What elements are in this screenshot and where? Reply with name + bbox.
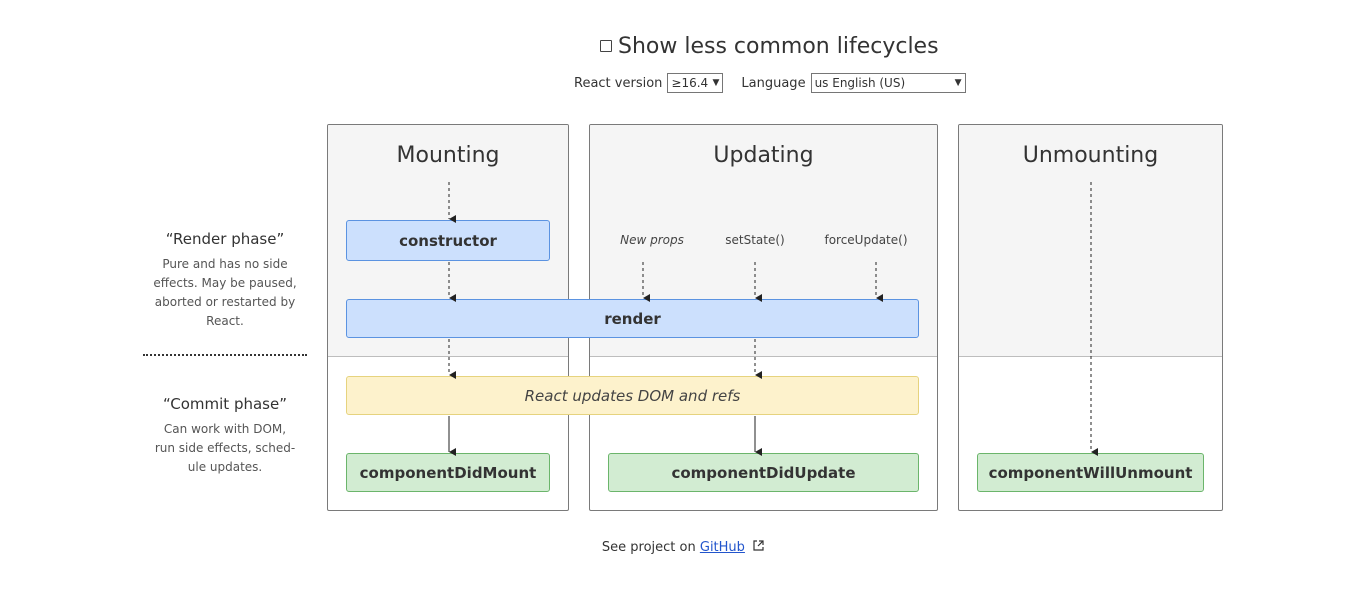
react-version-select[interactable]: ≥16.4 ▼ bbox=[667, 73, 724, 93]
commit-phase-line: run side effects, sched- bbox=[154, 441, 296, 455]
dom-update-box: React updates DOM and refs bbox=[346, 376, 919, 415]
phase-divider bbox=[143, 354, 307, 356]
render-phase-title: “Render phase” bbox=[165, 230, 285, 248]
show-less-common-label[interactable]: Show less common lifecycles bbox=[618, 33, 939, 59]
commit-phase-description: Can work with DOM, run side effects, sch… bbox=[143, 420, 307, 477]
render-phase-line: Pure and has no side bbox=[162, 257, 288, 271]
set-state-trigger: setState() bbox=[725, 233, 785, 247]
component-did-update-box[interactable]: componentDidUpdate bbox=[608, 453, 919, 492]
language-value: us English (US) bbox=[814, 76, 906, 90]
language-select[interactable]: us English (US) ▼ bbox=[810, 73, 966, 93]
mounting-title: Mounting bbox=[396, 143, 500, 168]
render-phase-line: aborted or restarted by bbox=[154, 295, 296, 309]
footer-text: See project on bbox=[601, 540, 696, 555]
show-less-common-toggle[interactable]: Show less common lifecycles bbox=[600, 30, 939, 62]
new-props-trigger: New props bbox=[620, 233, 684, 247]
commit-phase-line: Can work with DOM, bbox=[163, 422, 287, 436]
commit-phase-line: ule updates. bbox=[187, 460, 263, 474]
language-label: Language bbox=[741, 75, 806, 91]
react-version-value: ≥16.4 bbox=[671, 76, 709, 90]
commit-phase-title: “Commit phase” bbox=[163, 395, 287, 413]
render-phase-description: Pure and has no side effects. May be pau… bbox=[143, 255, 307, 331]
react-version-label: React version bbox=[574, 75, 663, 91]
chevron-down-icon: ▼ bbox=[954, 78, 962, 88]
external-link-icon[interactable] bbox=[753, 540, 764, 555]
show-less-common-checkbox[interactable] bbox=[600, 40, 612, 52]
render-phase-line: React. bbox=[206, 314, 244, 328]
chevron-down-icon: ▼ bbox=[712, 78, 720, 88]
component-did-mount-box[interactable]: componentDidMount bbox=[346, 453, 550, 492]
controls-bar: React version ≥16.4 ▼ Language us Englis… bbox=[574, 72, 966, 94]
component-will-unmount-box[interactable]: componentWillUnmount bbox=[977, 453, 1204, 492]
updating-title: Updating bbox=[713, 143, 814, 168]
unmounting-title: Unmounting bbox=[1022, 143, 1159, 168]
render-phase-line: effects. May be paused, bbox=[153, 276, 297, 290]
github-link[interactable]: GitHub bbox=[699, 540, 745, 555]
footer: See project on GitHub bbox=[0, 540, 1366, 555]
force-update-trigger: forceUpdate() bbox=[824, 233, 908, 247]
constructor-box[interactable]: constructor bbox=[346, 220, 550, 261]
render-box[interactable]: render bbox=[346, 299, 919, 338]
